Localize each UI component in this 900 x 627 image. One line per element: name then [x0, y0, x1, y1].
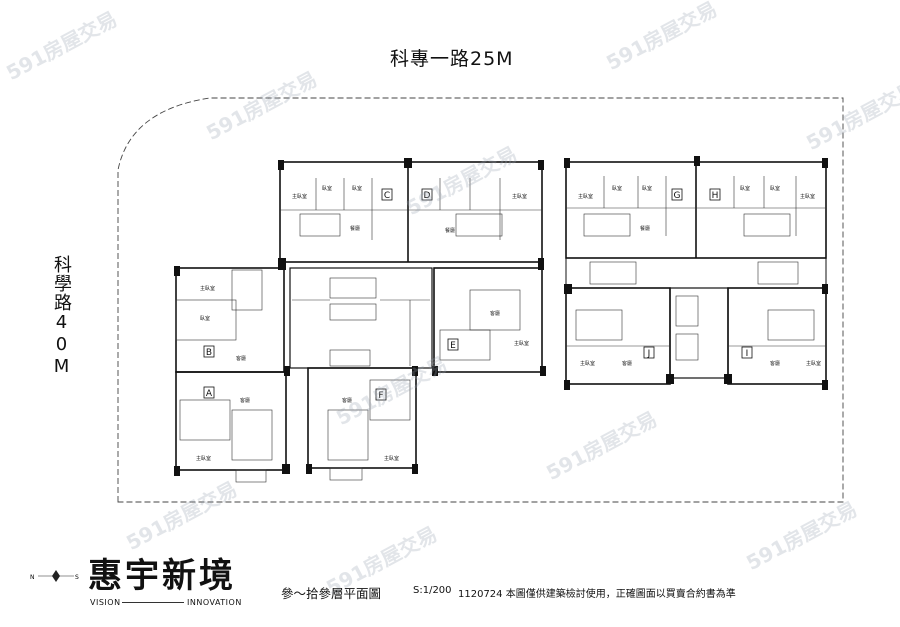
- room-label: 臥室: [200, 315, 210, 322]
- room-label: 主臥室: [800, 193, 815, 200]
- unit-label-h: H: [712, 191, 719, 201]
- room-label: 客廳: [342, 397, 352, 404]
- left-building: [175, 161, 543, 471]
- room-label: 主臥室: [512, 193, 527, 200]
- left-building-columns: [174, 158, 546, 476]
- unit-label-i: I: [746, 349, 749, 359]
- room-label: 客廳: [236, 355, 246, 362]
- unit-label-d: D: [424, 191, 431, 201]
- room-label: 主臥室: [580, 360, 595, 367]
- unit-label-j: J: [647, 349, 651, 359]
- brand-tagline-divider: [122, 602, 184, 603]
- room-label: 臥室: [352, 185, 362, 192]
- unit-label-c: C: [384, 191, 390, 201]
- unit-label-f: F: [378, 391, 383, 401]
- room-label: 客廳: [622, 360, 632, 367]
- room-label: 臥室: [322, 185, 332, 192]
- brand-tag-vision: VISION: [90, 598, 121, 607]
- room-label: 主臥室: [384, 455, 399, 462]
- room-label: 臥室: [770, 185, 780, 192]
- unit-label-e: E: [450, 341, 456, 351]
- right-building: [565, 161, 827, 385]
- unit-label-g: G: [674, 191, 681, 201]
- room-label: 主臥室: [806, 360, 821, 367]
- floor-title: 參～拾參層平面圖: [281, 586, 382, 601]
- road-label-top: 科專一路25M: [390, 48, 514, 70]
- room-label: 餐廳: [350, 225, 360, 232]
- compass-icon: N S: [30, 570, 79, 582]
- room-label: 臥室: [740, 185, 750, 192]
- room-label: 餐廳: [640, 225, 650, 232]
- road-label-left: 科學路40M: [51, 255, 72, 378]
- room-label: 臥室: [612, 185, 622, 192]
- compass-n: N: [30, 574, 35, 581]
- right-building-columns: [564, 156, 828, 390]
- brand-logo: 惠宇新境: [88, 556, 236, 596]
- room-label: 餐廳: [445, 227, 455, 234]
- unit-labels: C D B A E F G H I J: [206, 191, 748, 401]
- room-label: 客廳: [240, 397, 250, 404]
- room-labels: 主臥室 臥室 臥室 餐廳 主臥室 餐廳 主臥室 臥室 客廳 主臥室 客廳 主臥室…: [196, 185, 821, 462]
- room-label: 主臥室: [200, 285, 215, 292]
- room-label: 主臥室: [514, 340, 529, 347]
- right-building-interior: [566, 176, 826, 361]
- room-label: 客廳: [770, 360, 780, 367]
- disclaimer-note: 1120724 本圖僅供建築檢討使用，正確圖面以買賣合約書為準: [458, 589, 736, 600]
- site-boundary: [117, 97, 844, 503]
- brand-tag-innovation: INNOVATION: [187, 598, 242, 607]
- compass-s: S: [75, 574, 79, 581]
- unit-label-b: B: [206, 348, 212, 358]
- left-building-interior: [175, 178, 542, 483]
- room-label: 主臥室: [578, 193, 593, 200]
- unit-tags: [203, 188, 753, 401]
- unit-label-a: A: [206, 389, 213, 399]
- room-label: 客廳: [490, 310, 500, 317]
- room-label: 主臥室: [196, 455, 211, 462]
- room-label: 臥室: [642, 185, 652, 192]
- room-label: 主臥室: [292, 193, 307, 200]
- scale-label: S:1/200: [413, 585, 452, 596]
